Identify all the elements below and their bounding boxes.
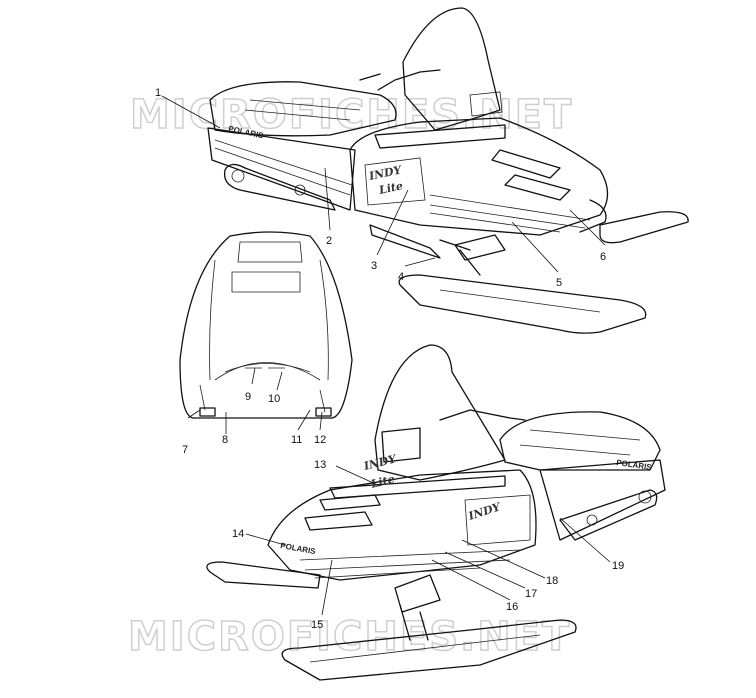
callout-4: 4: [398, 271, 404, 283]
model-decal-bottom-line2: Lite: [369, 472, 396, 491]
callout-labels: 1 2 3 4 5 6 7 8 9 10 11 12 13 14 15 16 1…: [155, 87, 624, 631]
callout-5: 5: [556, 277, 562, 289]
callout-9: 9: [245, 391, 251, 403]
callout-15: 15: [311, 619, 323, 631]
callout-16: 16: [506, 601, 518, 613]
callout-3: 3: [371, 260, 377, 272]
callout-18: 18: [546, 575, 558, 587]
callout-17: 17: [525, 588, 537, 600]
model-decal-bottom-side: INDY: [466, 500, 503, 523]
callout-14: 14: [232, 528, 244, 540]
brand-decal-nose: POLARIS: [280, 541, 317, 556]
callout-12: 12: [314, 434, 326, 446]
callout-11: 11: [291, 434, 302, 446]
callout-19: 19: [612, 560, 624, 572]
callout-1: 1: [155, 87, 161, 99]
callout-6: 6: [600, 251, 606, 263]
callout-8: 8: [222, 434, 228, 446]
callout-2: 2: [326, 235, 332, 247]
snowmobile-top-illustration: POLARIS INDY Lite: [207, 7, 689, 334]
watermark-bottom: MICROFICHES.NET: [128, 614, 571, 660]
callout-7: 7: [182, 444, 188, 456]
hood-front-illustration: [179, 231, 353, 419]
callout-10: 10: [268, 393, 280, 405]
callout-13: 13: [314, 459, 326, 471]
model-decal-top-line2: Lite: [377, 179, 404, 197]
leader-lines: [161, 95, 611, 616]
